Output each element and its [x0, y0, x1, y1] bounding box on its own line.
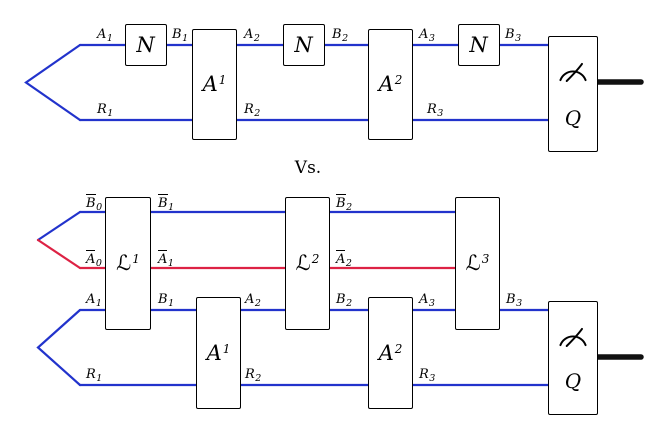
gate-A-1-top: A1	[192, 29, 237, 140]
wire-label-R1-top: R1	[97, 102, 114, 119]
gate-superscript: 2	[311, 252, 320, 266]
wire-label-R2-bottom: R2	[245, 367, 262, 384]
wire-label-B2-bottom: B2	[336, 292, 353, 309]
bottom-upper-chevron-blue-arm	[36, 210, 82, 242]
gate-superscript: 2	[394, 73, 403, 87]
top-input-chevron	[24, 43, 82, 122]
gate-letter: N	[294, 32, 313, 57]
versus-label: Vs.	[294, 158, 322, 178]
wire-label-A3-top: A3	[419, 27, 435, 44]
gate-letter: ℒ	[295, 251, 311, 275]
gate-letter: A	[206, 340, 222, 365]
meter-icon	[559, 63, 587, 83]
measurement-label: Q	[564, 105, 582, 130]
gate-superscript: 1	[132, 252, 140, 266]
wire-label-R1-bottom: R1	[86, 367, 103, 384]
gate-N-2: N	[283, 24, 325, 66]
wire-label-B3-top: B3	[505, 27, 522, 44]
gate-A-1-bottom: A1	[196, 297, 241, 409]
wire-label-A2-top: A2	[244, 27, 260, 44]
gate-letter: ℒ	[465, 251, 481, 275]
bottom-lower-chevron	[36, 308, 82, 387]
gate-letter: N	[469, 32, 488, 57]
gate-A-2-bottom: A2	[368, 297, 413, 409]
gate-letter: A	[378, 340, 394, 365]
wire-label-A2-bottom: A2	[245, 292, 261, 309]
wire-label-Abar2: A2	[336, 250, 352, 269]
wire-label-R3-top: R3	[427, 102, 444, 119]
wire-label-B3-bottom: B3	[506, 292, 523, 309]
wire-label-Bbar2: B2	[336, 194, 353, 213]
gate-letter: A	[202, 72, 218, 96]
wire-label-Bbar1: B1	[158, 194, 175, 213]
measurement-label: Q	[564, 369, 582, 394]
wire-label-R2-top: R2	[244, 102, 261, 119]
gate-letter: A	[378, 72, 394, 96]
measurement-box-bottom: Q	[548, 301, 598, 415]
wire-label-B1-top: B1	[172, 27, 189, 44]
wire-label-R3-bottom: R3	[419, 367, 436, 384]
wire-label-Bbar0: B0	[86, 194, 103, 213]
gate-superscript: 2	[394, 341, 403, 356]
gate-letter: N	[136, 32, 155, 57]
wire-label-B2-top: B2	[332, 27, 349, 44]
bottom-upper-chevron-red-arm	[36, 238, 82, 270]
wire-label-Abar1: A1	[158, 250, 174, 269]
gate-letter: ℒ	[116, 251, 132, 275]
wire-label-Abar0: A0	[86, 250, 102, 269]
wire-label-A3-bottom: A3	[419, 292, 435, 309]
gate-A-2-top: A2	[368, 29, 413, 140]
wire-label-B1-bottom: B1	[158, 292, 175, 309]
gate-N-3: N	[458, 24, 500, 66]
wire-label-A1-top: A1	[97, 27, 113, 44]
gate-superscript: 1	[222, 341, 231, 356]
gate-superscript: 3	[481, 252, 490, 266]
gate-L-1: ℒ1	[105, 197, 151, 330]
wire-label-A1-bottom: A1	[86, 292, 102, 309]
gate-L-3: ℒ3	[455, 197, 500, 330]
meter-icon	[559, 327, 587, 347]
gate-N-1: N	[125, 24, 167, 66]
measurement-box-top: Q	[548, 36, 598, 152]
gate-L-2: ℒ2	[285, 197, 330, 330]
gate-superscript: 1	[218, 73, 227, 87]
